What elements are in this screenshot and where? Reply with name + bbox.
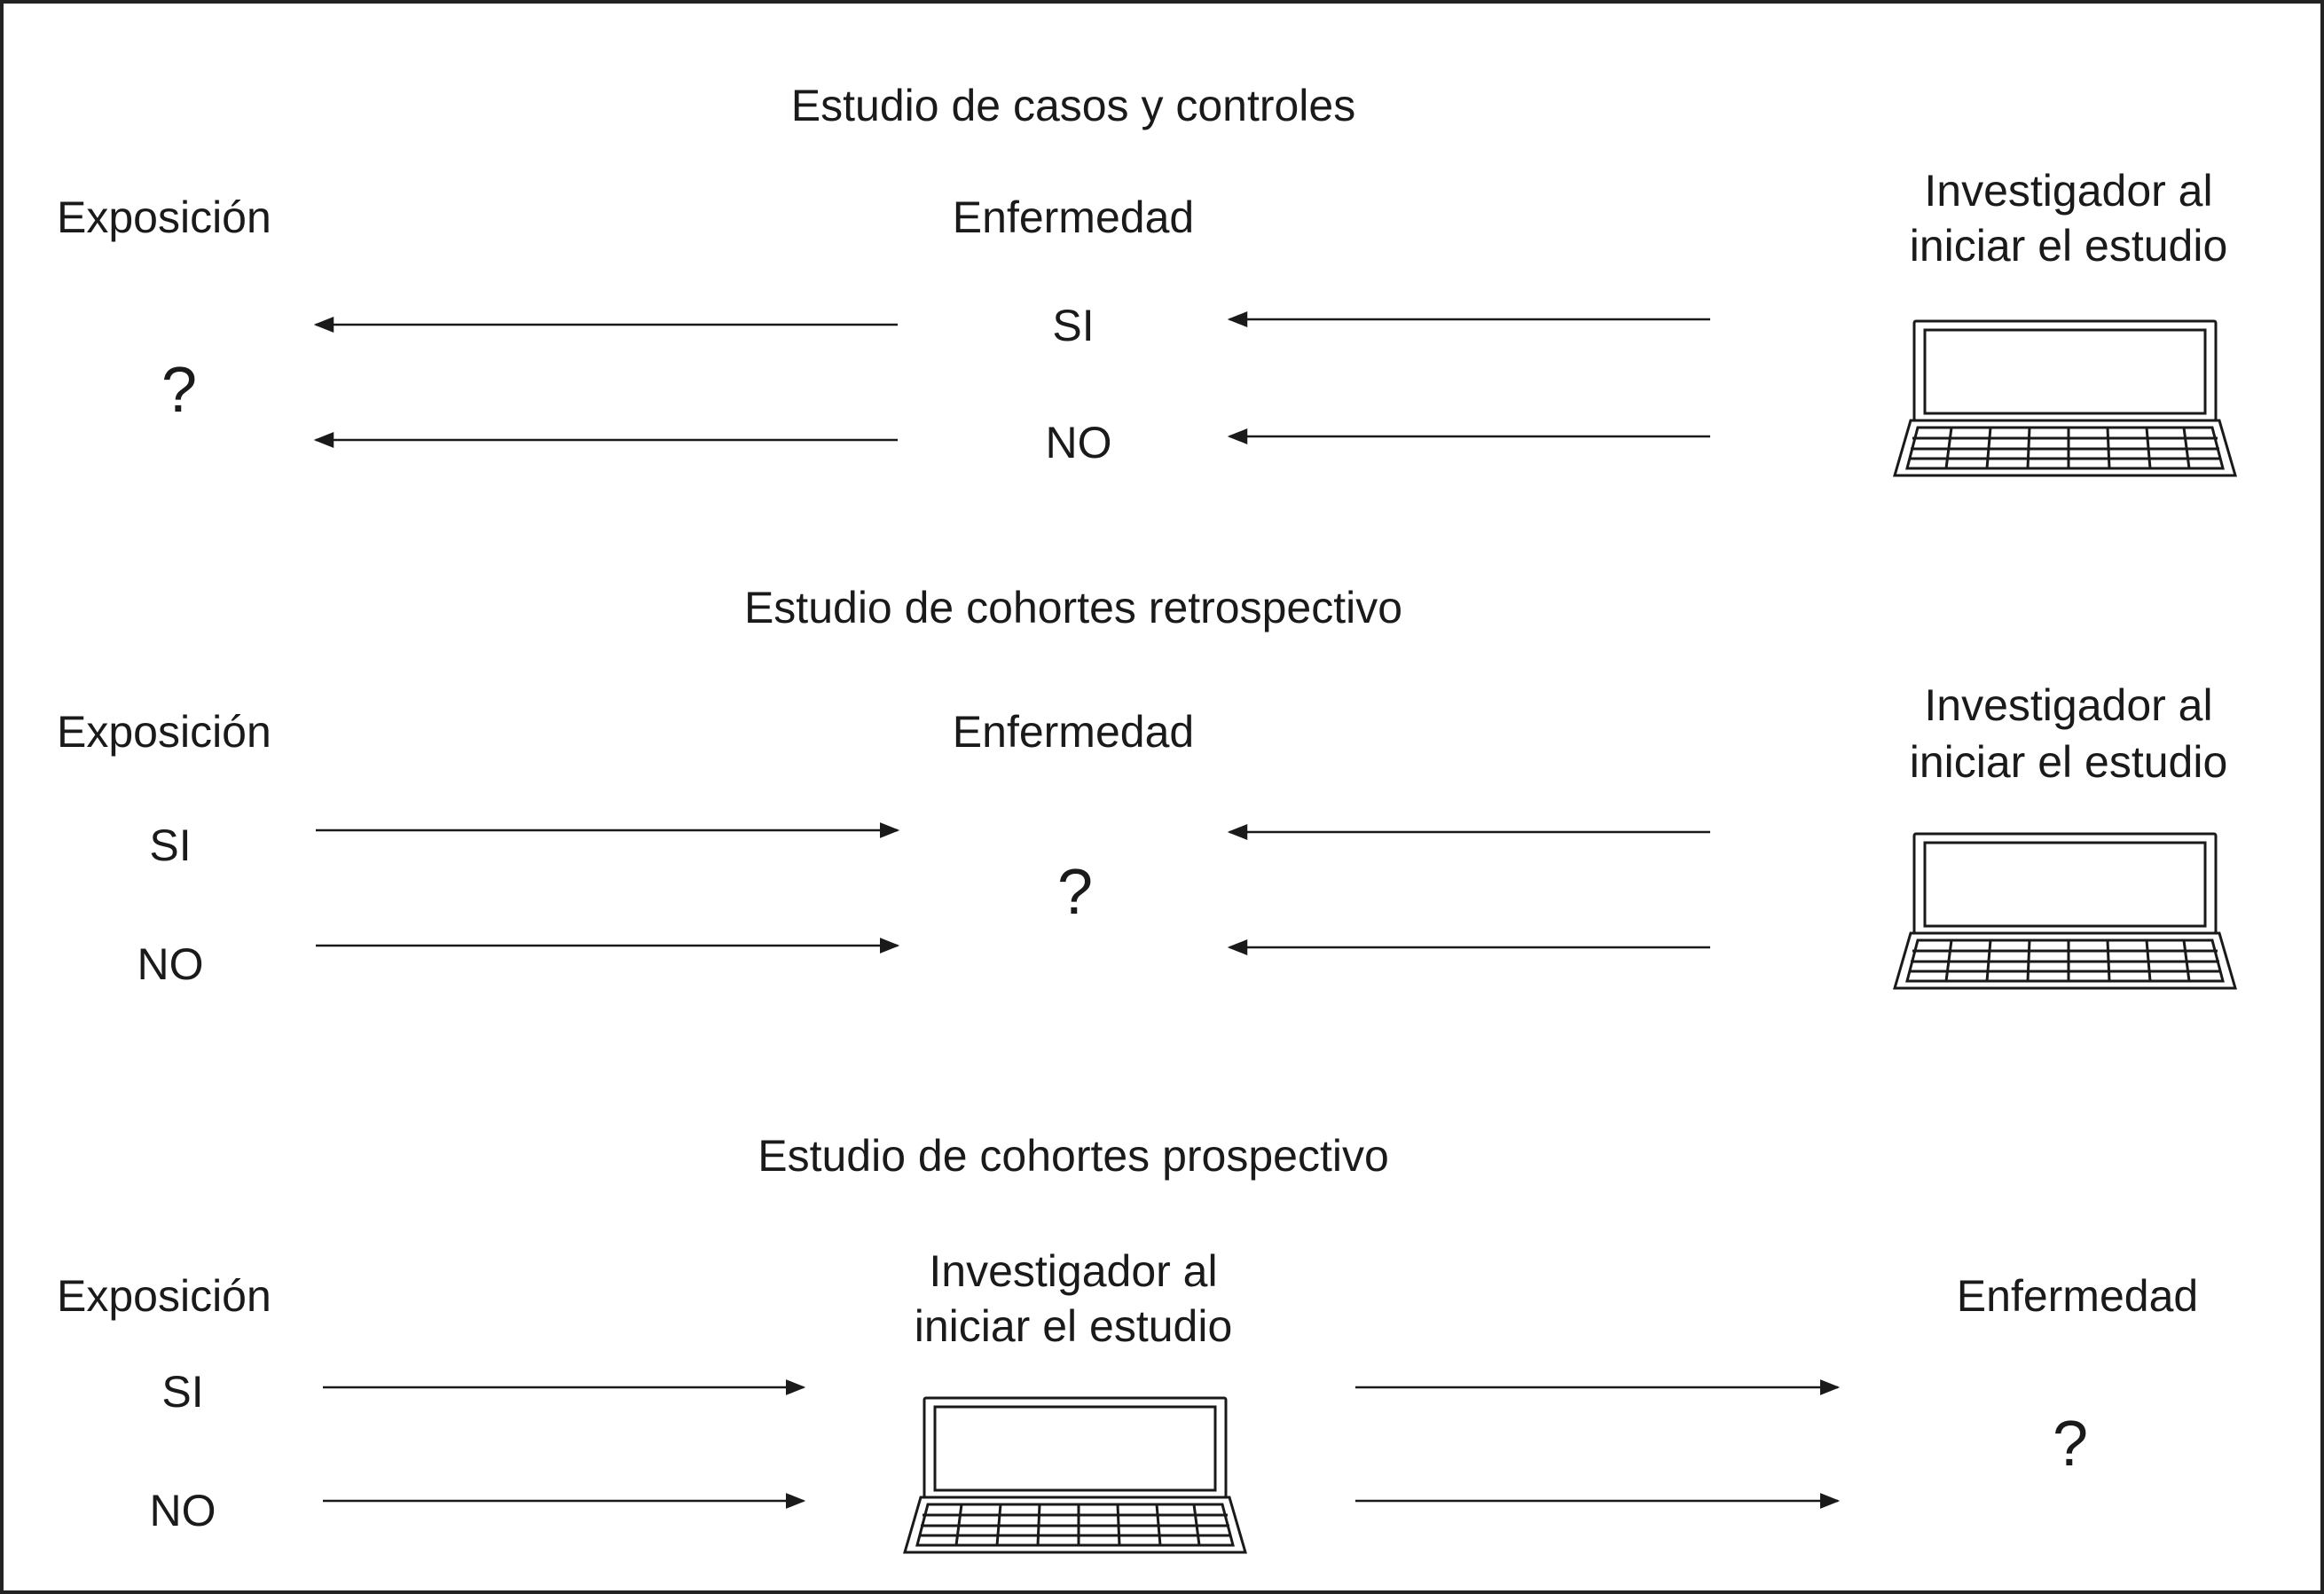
exposure-no-label: NO xyxy=(149,1486,216,1535)
exposure-label: Exposición xyxy=(57,707,271,757)
disease-label: Enfermedad xyxy=(952,707,1195,757)
exposure-label: Exposición xyxy=(57,192,271,242)
investigator-label-line1: Investigador al xyxy=(1924,166,2213,216)
investigator-label-line2: iniciar el estudio xyxy=(914,1301,1233,1351)
laptop-icon xyxy=(903,1396,1247,1554)
exposure-no-label: NO xyxy=(137,939,204,989)
investigator-label-line1: Investigador al xyxy=(929,1246,1218,1296)
section-title-case-control: Estudio de casos y controles xyxy=(790,81,1356,130)
arrows-layer xyxy=(313,311,2237,1554)
disease-no-label: NO xyxy=(1045,418,1112,467)
laptop-icon xyxy=(1893,319,2237,477)
unknown-disease-mark: ? xyxy=(1056,857,1094,928)
exposure-yes-label: SI xyxy=(161,1367,204,1417)
unknown-exposure-mark: ? xyxy=(161,355,198,426)
investigator-label-line2: iniciar el estudio xyxy=(1909,221,2228,271)
laptop-icon xyxy=(1893,832,2237,990)
section-title-prospective-cohort: Estudio de cohortes prospectivo xyxy=(758,1131,1389,1181)
exposure-yes-label: SI xyxy=(149,821,192,870)
unknown-disease-mark: ? xyxy=(2052,1409,2089,1480)
disease-yes-label: SI xyxy=(1052,301,1095,350)
section-title-retrospective-cohort: Estudio de cohortes retrospectivo xyxy=(743,583,1403,632)
disease-label: Enfermedad xyxy=(952,192,1195,242)
investigator-label-line1: Investigador al xyxy=(1924,680,2213,730)
exposure-label: Exposición xyxy=(57,1271,271,1321)
disease-label: Enfermedad xyxy=(1956,1271,2199,1321)
investigator-label-line2: iniciar el estudio xyxy=(1909,737,2228,787)
